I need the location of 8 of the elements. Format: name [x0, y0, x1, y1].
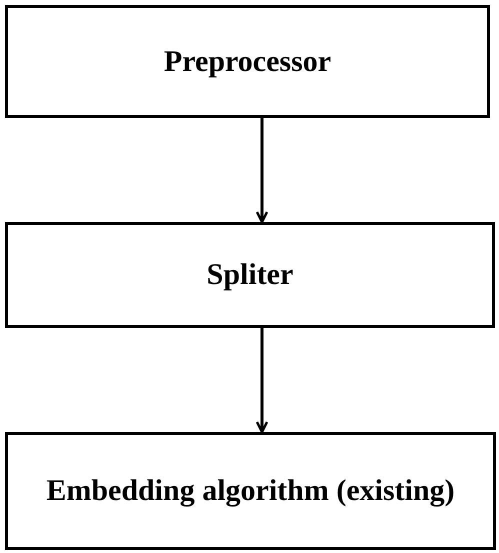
box-label: Embedding algorithm (existing)	[46, 473, 455, 509]
box-label: Spliter	[206, 257, 294, 293]
arrow	[256, 118, 268, 224]
process-box	[5, 5, 490, 118]
process-box	[5, 432, 496, 550]
arrow	[256, 328, 268, 434]
box-label: Preprocessor	[164, 44, 332, 80]
process-box	[5, 222, 495, 328]
